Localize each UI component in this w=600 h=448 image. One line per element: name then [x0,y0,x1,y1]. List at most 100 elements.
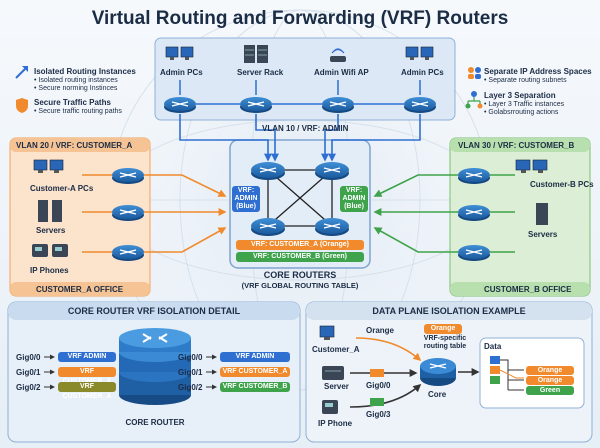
dp-core-label: Core [428,390,447,399]
hierarchy-icon [465,91,483,109]
dp-source-server: Server [324,382,349,391]
legend-left-item1-bullet1: • Isolated routing instances [34,77,118,84]
isolation-left-port: Gig0/0 [16,353,41,362]
isolation-detail-header-bg [8,302,300,320]
dp-source-customer-a: Customer_A [312,345,360,354]
customer-b-pc-icon [515,159,548,173]
isolation-left-vrf: VRF CUSTOMER_A [58,382,116,400]
admin-pc-icon [165,46,194,60]
dp-source-phone: IP Phone [318,419,353,428]
admin-zone [154,37,456,121]
isolation-detail-header: CORE ROUTER VRF ISOLATION DETAIL [67,306,241,316]
core-vrf-customer-a-bar: VRF: CUSTOMER_A (Orange) [236,240,364,250]
customer-b-footer-bg [450,282,590,296]
isolation-right-port: Gig0/1 [178,368,203,377]
customer-a-server-icon [38,200,62,222]
data-plane-header: DATA PLANE ISOLATION EXAMPLE [372,306,526,316]
customer-a-device-label: Servers [36,226,66,235]
dp-orange-label: Orange [366,326,395,335]
customer-a-header: VLAN 20 / VRF: CUSTOMER_A [16,141,133,150]
dp-table-key-green [490,376,500,384]
core-router-icon [251,162,285,180]
isolation-right-port: Gig0/2 [178,383,203,392]
router-icon [112,245,144,261]
customer-a-device-label: IP Phones [30,266,69,275]
core-title: CORE ROUTERS [263,270,337,280]
router-icon [112,205,144,221]
router-icons [112,97,490,261]
legend-left-item2-title: Secure Traffic Paths [34,98,111,107]
shield-icon [16,98,28,113]
dp-vrf-tag: Orange [424,324,462,334]
dp-core-router-icon [420,358,456,386]
core-router-icon [315,162,349,180]
dp-table-key-orange [490,366,500,374]
router-icon [240,97,272,113]
legend-right-item1-title: Separate IP Address Spaces [484,67,592,76]
ip-phone-icon [32,244,68,257]
router-icon [458,205,490,221]
dp-table-links [499,359,524,391]
customer-a-header-bg [10,138,150,152]
core-vrf-admin-left: VRF: ADMIN (Blue) [232,186,260,212]
isolation-router-label: CORE ROUTER [125,418,185,427]
customer-b-footer: CUSTOMER_B OFFICE [484,285,572,294]
dp-data-label: Data [484,342,502,351]
users-icon [468,67,481,79]
isolation-left-port: Gig0/2 [16,383,41,392]
dp-table-row: Orange [526,376,574,385]
customer-b-header: VLAN 30 / VRF: CUSTOMER_B [458,141,575,150]
core-router-icon [251,218,285,236]
legend-right-item2-bullet2: • Golabsrrouting actions [484,109,559,116]
core-subtitle: (VRF GLOBAL ROUTING TABLE) [241,281,359,290]
dp-table-row: Orange [526,366,574,375]
trend-arrow-icon [15,66,28,79]
dp-gig00-label: Gig0/0 [366,381,391,390]
customer-a-pc-icon [33,159,64,173]
isolation-port-arrows [44,354,217,390]
core-router-icon [315,218,349,236]
isolation-right-vrf: VRF ADMIN [220,352,290,362]
isolation-left-vrf: VRF CUSTOMER_A [58,367,116,385]
router-icon [112,168,144,184]
customer-b-device-label: Customer-B PCs [530,180,594,189]
router-icon [164,97,196,113]
router-icon [404,97,436,113]
isolation-left-port: Gig0/1 [16,368,41,377]
isolation-left-vrf: VRF ADMIN [58,352,116,362]
admin-device-links [179,80,421,105]
customer-b-links [373,174,515,253]
core-vrf-admin-right: VRF: ADMIN (Blue) [340,186,368,212]
dp-packet-orange [370,369,384,377]
legend-left-item2-bullet1: • Secure traffic routing paths [34,108,122,115]
customer-b-server-icon [536,203,548,225]
dp-gig03-label: Gig0/3 [366,410,391,419]
admin-device-label: Server Rack [237,68,284,77]
core-router-stack-icon [119,328,191,405]
page-title: Virtual Routing and Forwarding (VRF) Rou… [91,8,509,29]
legend-left-item1-title: Isolated Routing Instances [34,67,136,76]
router-icon [458,168,490,184]
admin-device-label: Admin Wifi AP [314,68,369,77]
legend-right-item1-bullet1: • Separate routing subnets [484,77,567,84]
admin-device-label: Admin PCs [401,68,444,77]
core-vrf-customer-b-bar: VRF: CUSTOMER_B (Green) [236,252,364,262]
legend-left-item1-bullet2: • Secure norming Instinces [34,85,118,92]
legend-right-item2-bullet1: • Layer 3 Traffic instances [484,101,565,108]
admin-vlan-label: VLAN 10 / VRF: ADMIN [262,124,349,133]
isolation-right-vrf: VRF CUSTOMER_B [220,382,290,392]
dp-table-row: Green [526,386,574,395]
server-rack-icon [244,45,268,63]
router-icon [458,245,490,261]
admin-device-label: Admin PCs [160,68,203,77]
customer-b-header-bg [450,138,590,152]
legend-right-item2-title: Layer 3 Separation [484,91,556,100]
isolation-right-vrf: VRF CUSTOMER_A [220,367,290,377]
dp-phone-icon [322,400,338,414]
dp-table-key-blue [490,356,500,364]
admin-to-core-arrows [179,114,421,162]
customer-a-links [82,174,227,253]
customer-a-device-label: Customer-A PCs [30,184,94,193]
